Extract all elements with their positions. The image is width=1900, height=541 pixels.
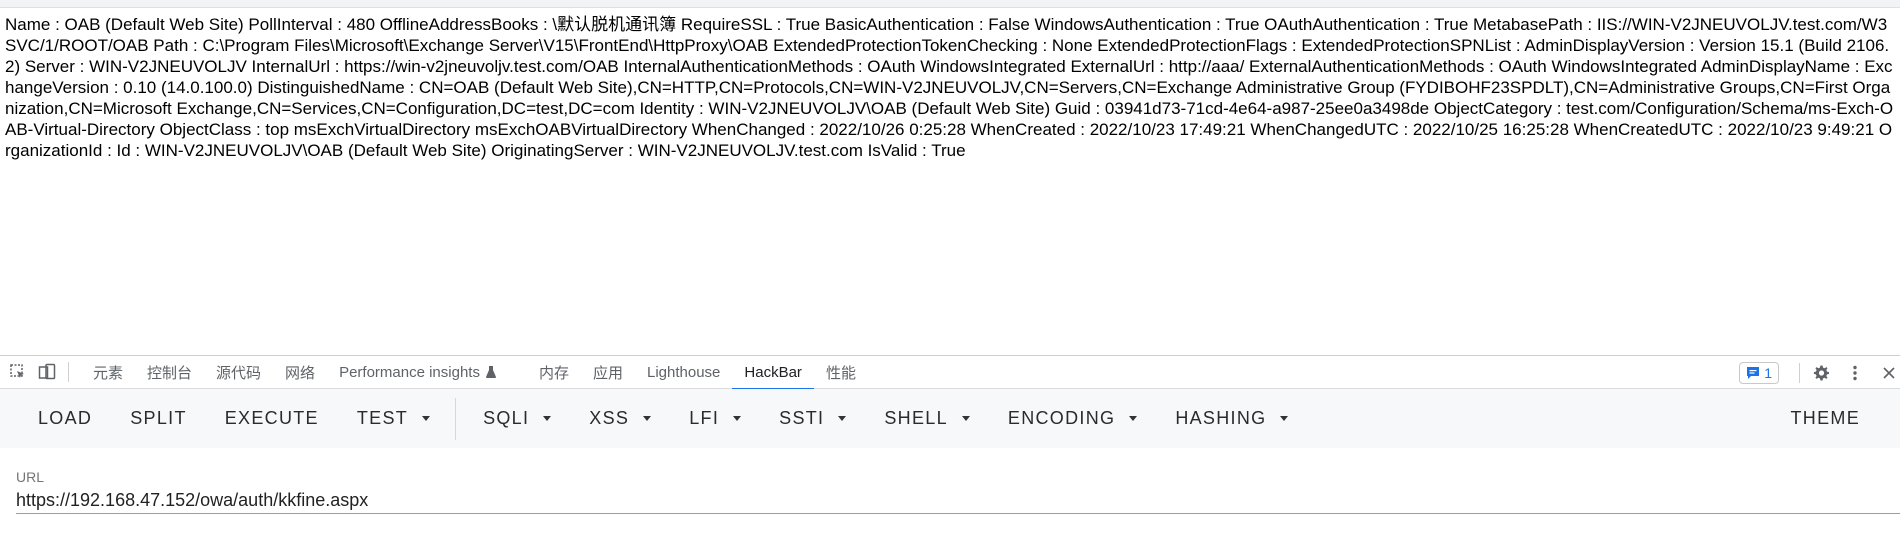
page-output-text: Name : OAB (Default Web Site) PollInterv… (5, 15, 1894, 160)
device-toolbar-icon[interactable] (36, 361, 58, 383)
flask-icon (485, 365, 497, 379)
tab-sources[interactable]: 源代码 (216, 364, 262, 382)
chevron-down-icon (543, 416, 552, 421)
url-label: URL (16, 469, 45, 485)
close-icon[interactable] (1878, 362, 1900, 384)
tab-hackbar[interactable]: HackBar (732, 355, 814, 390)
url-input[interactable] (16, 488, 1900, 514)
encoding-dropdown-button[interactable]: ENCODING (989, 389, 1156, 448)
tab-lighthouse[interactable]: Lighthouse (647, 363, 721, 381)
tab-performance-insights[interactable]: Performance insights (327, 355, 509, 389)
chevron-down-icon (733, 416, 742, 421)
toolbar-divider (455, 397, 457, 440)
url-panel: URL (0, 448, 1900, 541)
devtools-tabbar: 元素 控制台 源代码 网络 Performance insights 内存 应用… (0, 355, 1900, 390)
right-separator (1799, 363, 1800, 383)
theme-dropdown-button[interactable]: THEME (1790, 408, 1860, 428)
browser-top-edge (0, 0, 1900, 8)
issues-icon (1746, 366, 1760, 380)
more-vertical-icon[interactable] (1844, 362, 1866, 384)
devtools-right-controls: 1 (1739, 356, 1900, 390)
load-button[interactable]: LOAD (38, 408, 93, 428)
lfi-dropdown-button[interactable]: LFI (670, 389, 760, 448)
chevron-down-icon (643, 416, 652, 421)
tab-console[interactable]: 控制台 (147, 364, 193, 382)
hackbar-toolbar: LOAD SPLIT EXECUTE TEST SQLI XSS LFI SST… (0, 389, 1900, 448)
issues-count: 1 (1764, 365, 1772, 381)
tabbar-separator (68, 362, 69, 382)
settings-gear-icon[interactable] (1810, 362, 1832, 384)
chevron-down-icon (838, 416, 847, 421)
hashing-dropdown-button[interactable]: HASHING (1156, 389, 1307, 448)
sqli-dropdown-button[interactable]: SQLI (464, 389, 570, 448)
tab-performance[interactable]: 性能 (825, 364, 856, 382)
tab-elements[interactable]: 元素 (93, 364, 124, 382)
tab-network[interactable]: 网络 (285, 364, 316, 382)
chevron-down-icon (1280, 416, 1289, 421)
test-dropdown-button[interactable]: TEST (338, 389, 449, 448)
chevron-down-icon (961, 416, 970, 421)
tab-memory[interactable]: 内存 (538, 364, 569, 382)
shell-dropdown-button[interactable]: SHELL (865, 389, 989, 448)
ssti-dropdown-button[interactable]: SSTI (760, 389, 865, 448)
xss-dropdown-button[interactable]: XSS (570, 389, 670, 448)
chevron-down-icon (1129, 416, 1138, 421)
inspect-element-icon[interactable] (7, 361, 29, 383)
split-button[interactable]: SPLIT (130, 408, 187, 428)
issues-badge[interactable]: 1 (1739, 362, 1779, 384)
execute-button[interactable]: EXECUTE (224, 408, 319, 428)
chevron-down-icon (422, 416, 431, 421)
tab-application[interactable]: 应用 (592, 364, 623, 382)
